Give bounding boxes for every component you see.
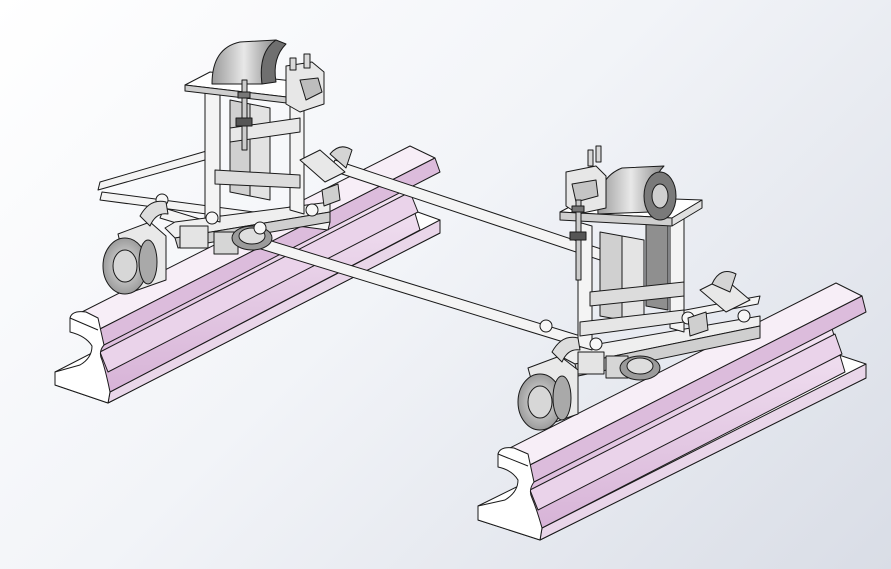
guide-wheel-left <box>102 200 169 295</box>
guide-wheel-right <box>517 336 581 431</box>
carriage-right <box>539 145 761 381</box>
carriage-left <box>155 39 353 255</box>
rail-right <box>477 282 867 541</box>
